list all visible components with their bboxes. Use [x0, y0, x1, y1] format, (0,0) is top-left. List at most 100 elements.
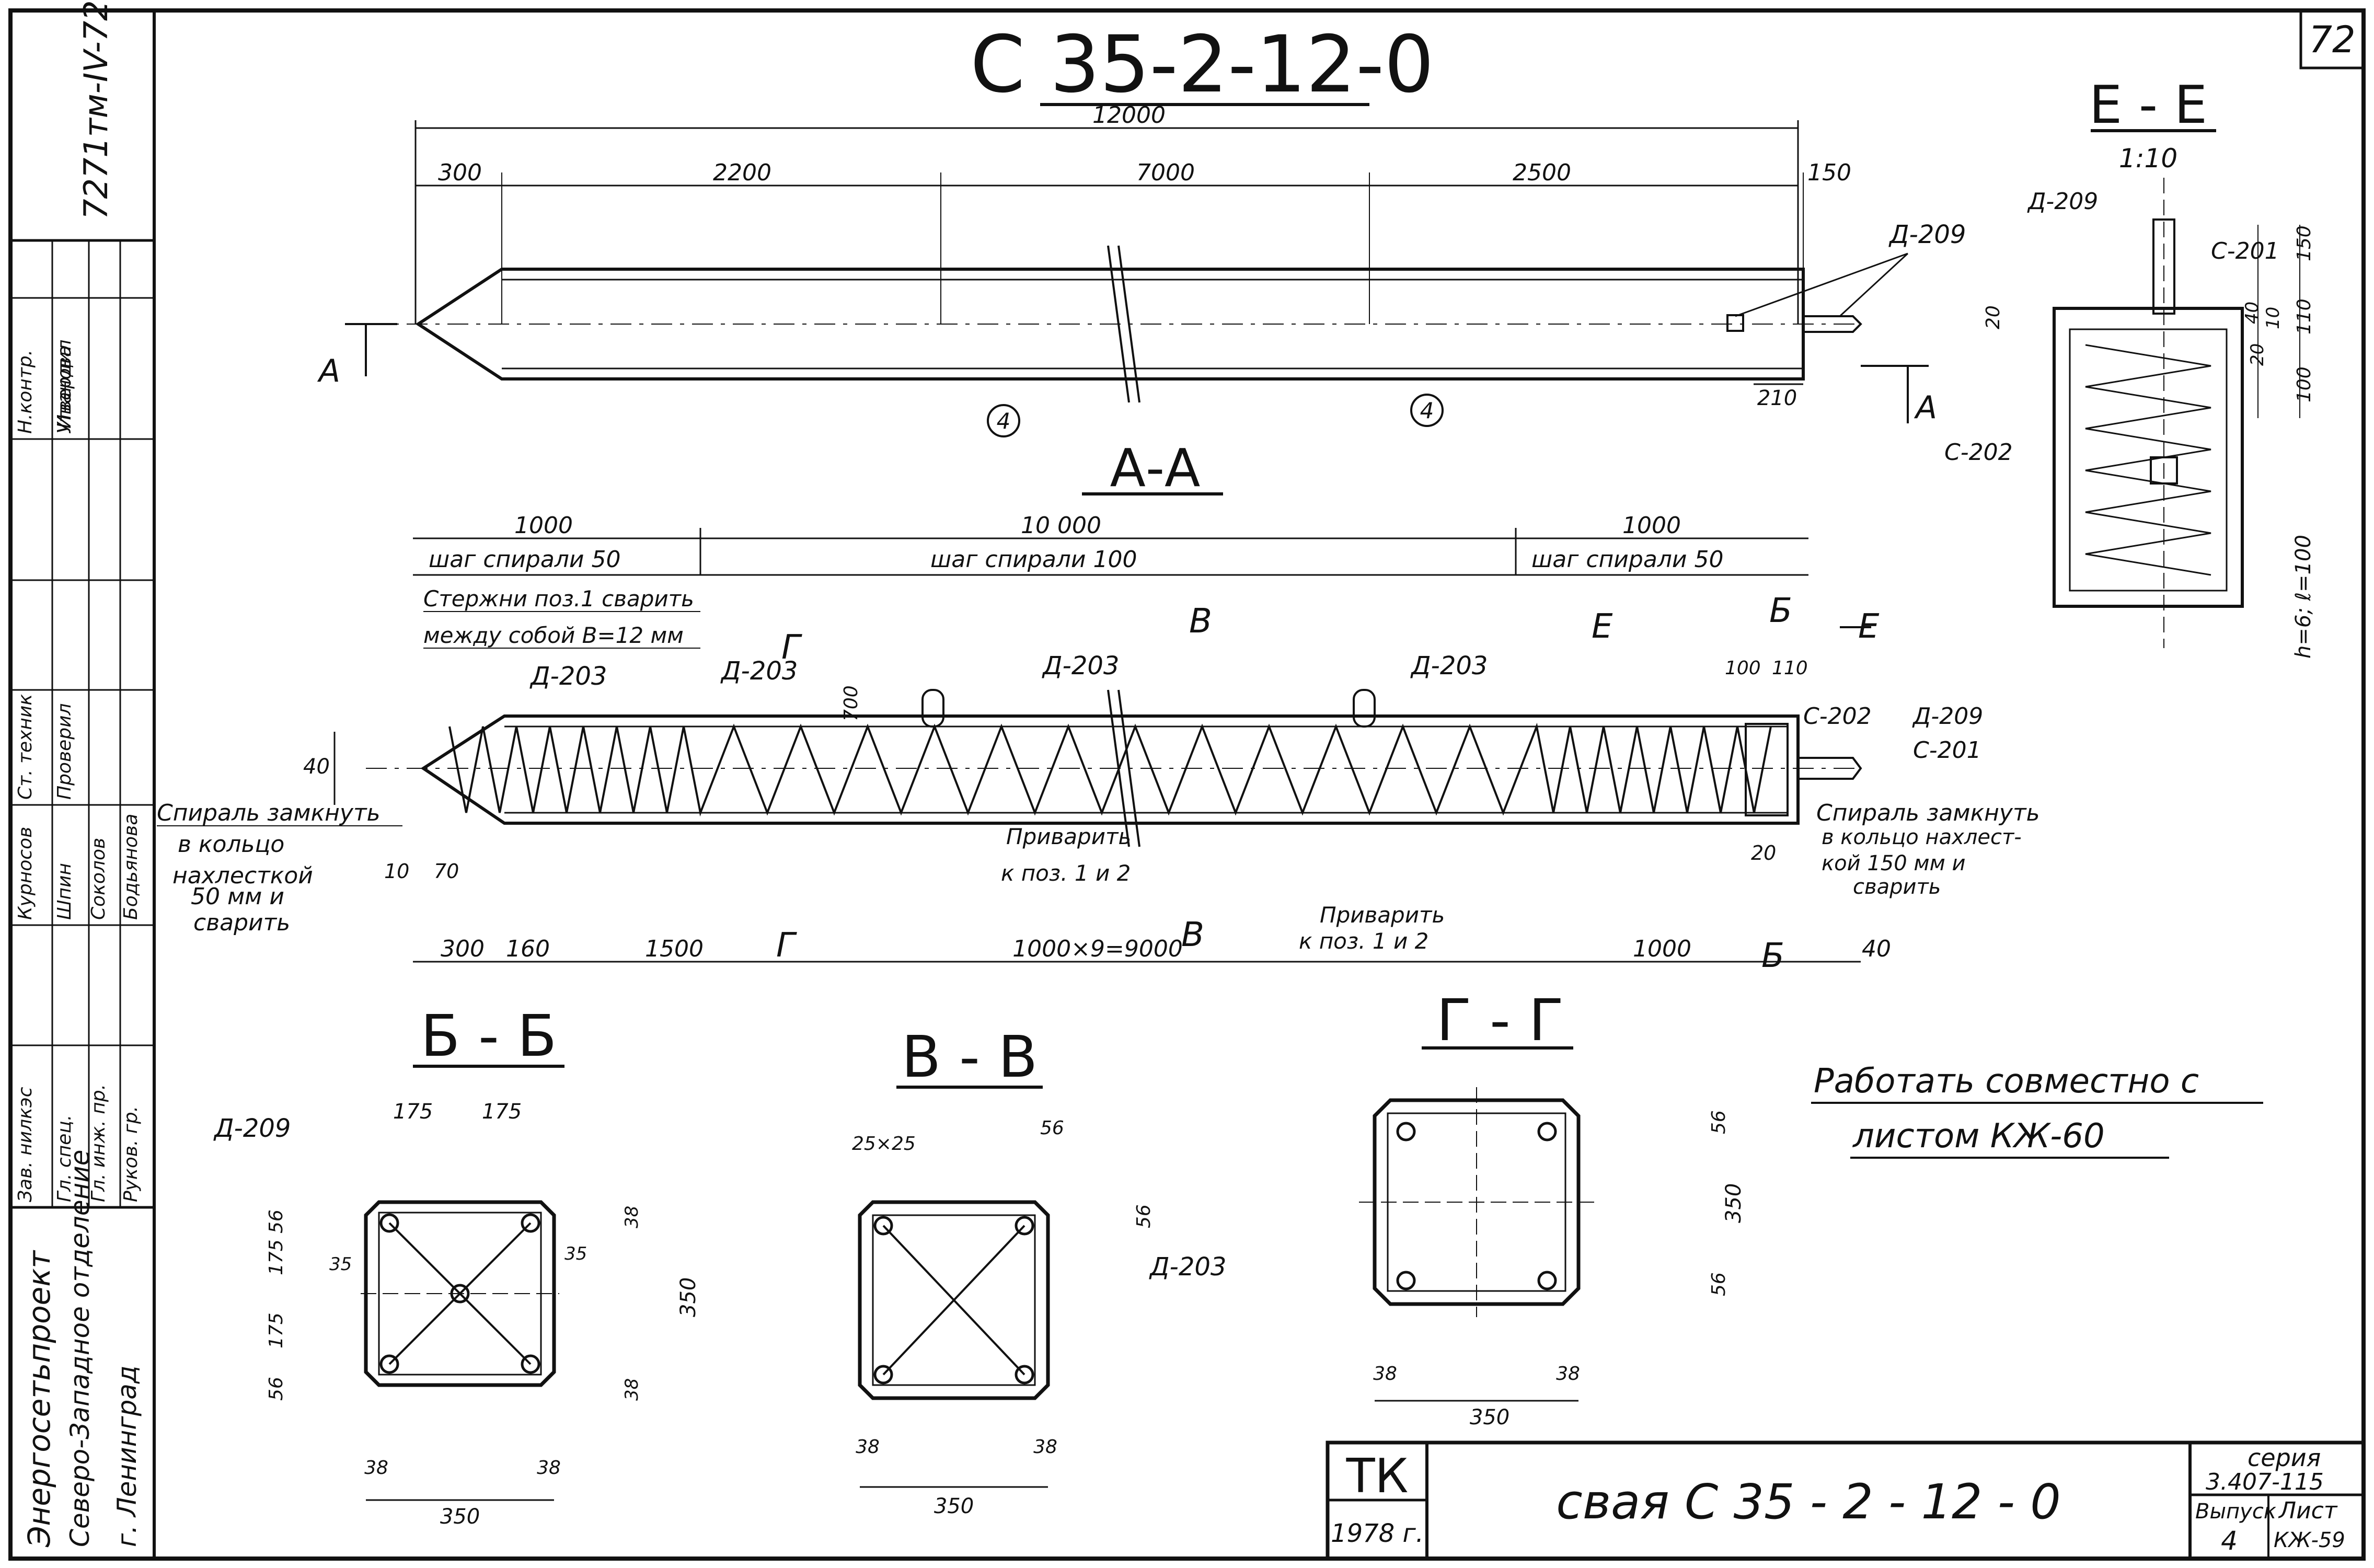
aa-dim-bot-3: 1000×9=9000 — [1012, 936, 1183, 962]
aa-dim-100: 100 — [1725, 658, 1761, 679]
aa-d203-4: Д-203 — [1410, 651, 1488, 681]
cut-v-bot: В — [1181, 916, 1204, 954]
aa-pitch-left: шаг спирали 50 — [429, 546, 620, 573]
name-1: Шпин — [54, 863, 75, 920]
aa-pile-outline — [420, 714, 1800, 825]
note-line-2: листом КЖ-60 — [1852, 1117, 2105, 1156]
aa-weld-1-b: к поз. 1 и 2 — [1299, 928, 1428, 954]
sheet-frame — [8, 8, 2366, 1561]
dim-seg-4: 150 — [1807, 159, 1851, 186]
aa-dim-bot-1: 160 — [506, 936, 550, 962]
bb-label: Д-209 — [213, 1114, 291, 1143]
aa-weld-1-a: к поз. 1 и 2 — [1001, 860, 1131, 886]
dim-seg-3: 2500 — [1513, 159, 1571, 186]
cut-e-right: Е — [1858, 607, 1880, 646]
vv-bot-1: 38 — [1033, 1436, 1057, 1458]
vv-bot-2: 350 — [934, 1494, 974, 1518]
tb-sheet-label: Лист — [2278, 1497, 2338, 1524]
bb-bot-1: 38 — [537, 1457, 561, 1479]
dim-seg-1: 2200 — [713, 159, 771, 186]
tb-title: свая С 35 - 2 - 12 - 0 — [1556, 1474, 2061, 1530]
org-line-3: г. Ленинград — [112, 1365, 142, 1547]
aa-dim-700: 700 — [840, 685, 862, 721]
ee-dim-10: 10 — [2263, 307, 2284, 329]
bb-right-0: 38 — [621, 1206, 642, 1228]
aa-c201: С-201 — [1913, 737, 1981, 764]
aa-dim-40: 40 — [303, 755, 330, 779]
bb-side-2: 175 — [266, 1312, 287, 1348]
ee-dim-100: 100 — [2294, 366, 2315, 402]
ee-dim-150: 150 — [2294, 225, 2315, 261]
pile-elevation: 12000 300 2200 7000 2500 150 Д-209 210 А… — [317, 102, 1966, 437]
aa-d203-1: Д-203 — [529, 662, 607, 691]
org-line-2: Северо-Западное отделение — [65, 1149, 95, 1547]
section-gg-title: Г - Г — [1436, 987, 1564, 1054]
bb-side-0: 56 — [266, 1209, 287, 1233]
role-0: Зав. нилкэс — [15, 1087, 36, 1202]
vv-bot-0: 38 — [856, 1436, 880, 1458]
section-bb: Б - Б Д-209 175 175 56 175 175 56 35 35 … — [213, 1002, 700, 1529]
aa-dim-bot-2: 1500 — [645, 936, 704, 962]
bb-inner-0: 35 — [329, 1254, 352, 1275]
bb-top-0: 175 — [393, 1100, 433, 1124]
tb-sheet-value: КЖ-59 — [2274, 1528, 2345, 1552]
gg-right-0: 56 — [1708, 1110, 1730, 1134]
section-aa: А-А 1000 10 000 1000 шаг спирали 50 шаг … — [157, 437, 2040, 975]
gg-bot-0: 38 — [1373, 1363, 1397, 1385]
section-ee-title: Е - Е — [2089, 74, 2207, 135]
cut-e-top: Е — [1592, 607, 1613, 646]
tb-year: 1978 г. — [1331, 1519, 1424, 1548]
bb-right-1: 350 — [676, 1277, 700, 1317]
cut-b-bot: Б — [1761, 937, 1784, 975]
gg-bot-1: 38 — [1556, 1363, 1580, 1385]
ee-dim-110: 110 — [2294, 298, 2315, 335]
vv-top-dim: 56 — [1040, 1117, 1064, 1139]
bb-side-1: 175 — [266, 1239, 287, 1275]
ee-dim-40: 40 — [2242, 302, 2263, 324]
name-2: Соколов — [88, 838, 109, 920]
aa-left-note-1: в кольцо — [178, 831, 284, 858]
aa-d209: Д-209 — [1912, 703, 1983, 730]
side-panel: 7271тм-IV-72 Энергосетьпроект Северо-Зап… — [10, 0, 154, 1548]
bb-bot-2: 350 — [440, 1505, 480, 1529]
title-block: ТК 1978 г. свая С 35 - 2 - 12 - 0 серия … — [1326, 1440, 2366, 1561]
section-vv: В - В 25×25 Д-203 56 56 38 38 350 — [852, 1023, 1226, 1518]
ee-d209: Д-209 — [2027, 188, 2098, 215]
ee-spiral-note: h=6; ℓ=100 — [2291, 535, 2315, 659]
archive-number: 7271тм-IV-72 — [77, 0, 115, 220]
gg-right-2: 56 — [1708, 1272, 1730, 1296]
tb-series-value: 3.407-115 — [2206, 1469, 2324, 1495]
gg-bot-2: 350 — [1470, 1405, 1509, 1429]
spiral-line — [448, 722, 1772, 817]
section-ee: Е - Е 1:10 Д-209 С-201 С-202 150 110 100… — [1944, 74, 2315, 659]
aa-dim-20: 20 — [1751, 841, 1776, 864]
cut-g-bot: Г — [776, 926, 797, 965]
aa-dim-10: 10 — [384, 860, 409, 883]
section-vv-title: В - В — [902, 1023, 1038, 1090]
vv-right-dim: 56 — [1133, 1204, 1155, 1228]
tb-issue-label: Выпуск — [2195, 1500, 2276, 1524]
vv-chamfer: 25×25 — [852, 1133, 916, 1155]
section-a-right: А — [1914, 389, 1937, 426]
elev-label-d209: Д-209 — [1888, 220, 1966, 249]
role-2: Гл. инж. пр. — [88, 1084, 109, 1202]
ee-spiral — [2085, 344, 2211, 576]
cut-g-top: Г — [781, 628, 802, 667]
aa-left-note-4: сварить — [193, 909, 290, 936]
callout-4-b: 4 — [1420, 398, 1434, 423]
aa-d203-2: Д-203 — [720, 656, 798, 686]
role-5: Проверил — [54, 703, 75, 800]
role-4: Ст. техник — [15, 694, 36, 800]
callout-4-a: 4 — [997, 408, 1011, 434]
tb-series-label: серия — [2248, 1444, 2321, 1472]
note-line-1: Работать совместно с — [1814, 1062, 2199, 1101]
spiral-reinforcement — [448, 722, 1772, 817]
name-3: Бодьянова — [120, 814, 142, 920]
aa-d203-3: Д-203 — [1042, 651, 1119, 681]
role-7: Утвердил — [54, 340, 75, 434]
aa-c202: С-202 — [1803, 703, 1872, 730]
ee-dim-20: 20 — [1983, 305, 2004, 329]
bb-side-3: 56 — [266, 1377, 287, 1401]
bb-inner-1: 35 — [564, 1243, 587, 1264]
